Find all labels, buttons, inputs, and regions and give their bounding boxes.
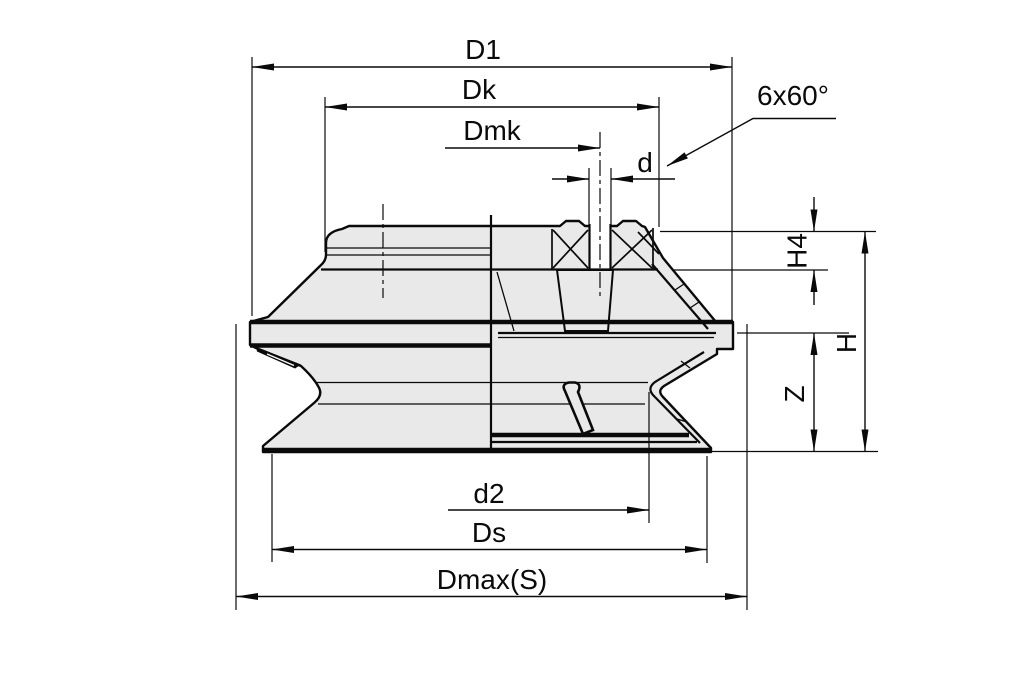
section-hatching [551,228,660,269]
dimension-label-d2: d2 [473,478,504,509]
dimension-dmk: Dmk [445,115,600,152]
hole-pattern-label: 6x60° [757,80,829,111]
screw-boss [555,269,615,332]
dimension-label-z: Z [779,385,810,402]
callout-hole-pattern: 6x60° [666,80,836,167]
part-geometry [248,132,735,454]
dimension-label-dmk: Dmk [463,115,522,146]
dimension-label-d: d [637,147,653,178]
dimension-dk: Dk [324,74,660,252]
dimension-label-h: H [831,333,862,353]
dimension-label-dmax: Dmax(S) [437,564,547,595]
dimension-h4: H4 [660,197,876,305]
dimension-label-dk: Dk [462,74,497,105]
dimension-label-ds: Ds [472,517,506,548]
dimension-d1: D1 [251,34,733,320]
dimension-ds: Ds [271,454,708,563]
dimension-dmax: Dmax(S) [235,324,748,610]
dimension-d2: d2 [448,392,650,523]
dimension-label-h4: H4 [782,233,813,269]
dimension-label-d1: D1 [465,34,501,65]
dimension-h: H [710,231,878,453]
dimension-d: d [552,147,675,224]
dimension-z: Z [737,332,849,452]
internal-stop-pin [562,381,595,436]
